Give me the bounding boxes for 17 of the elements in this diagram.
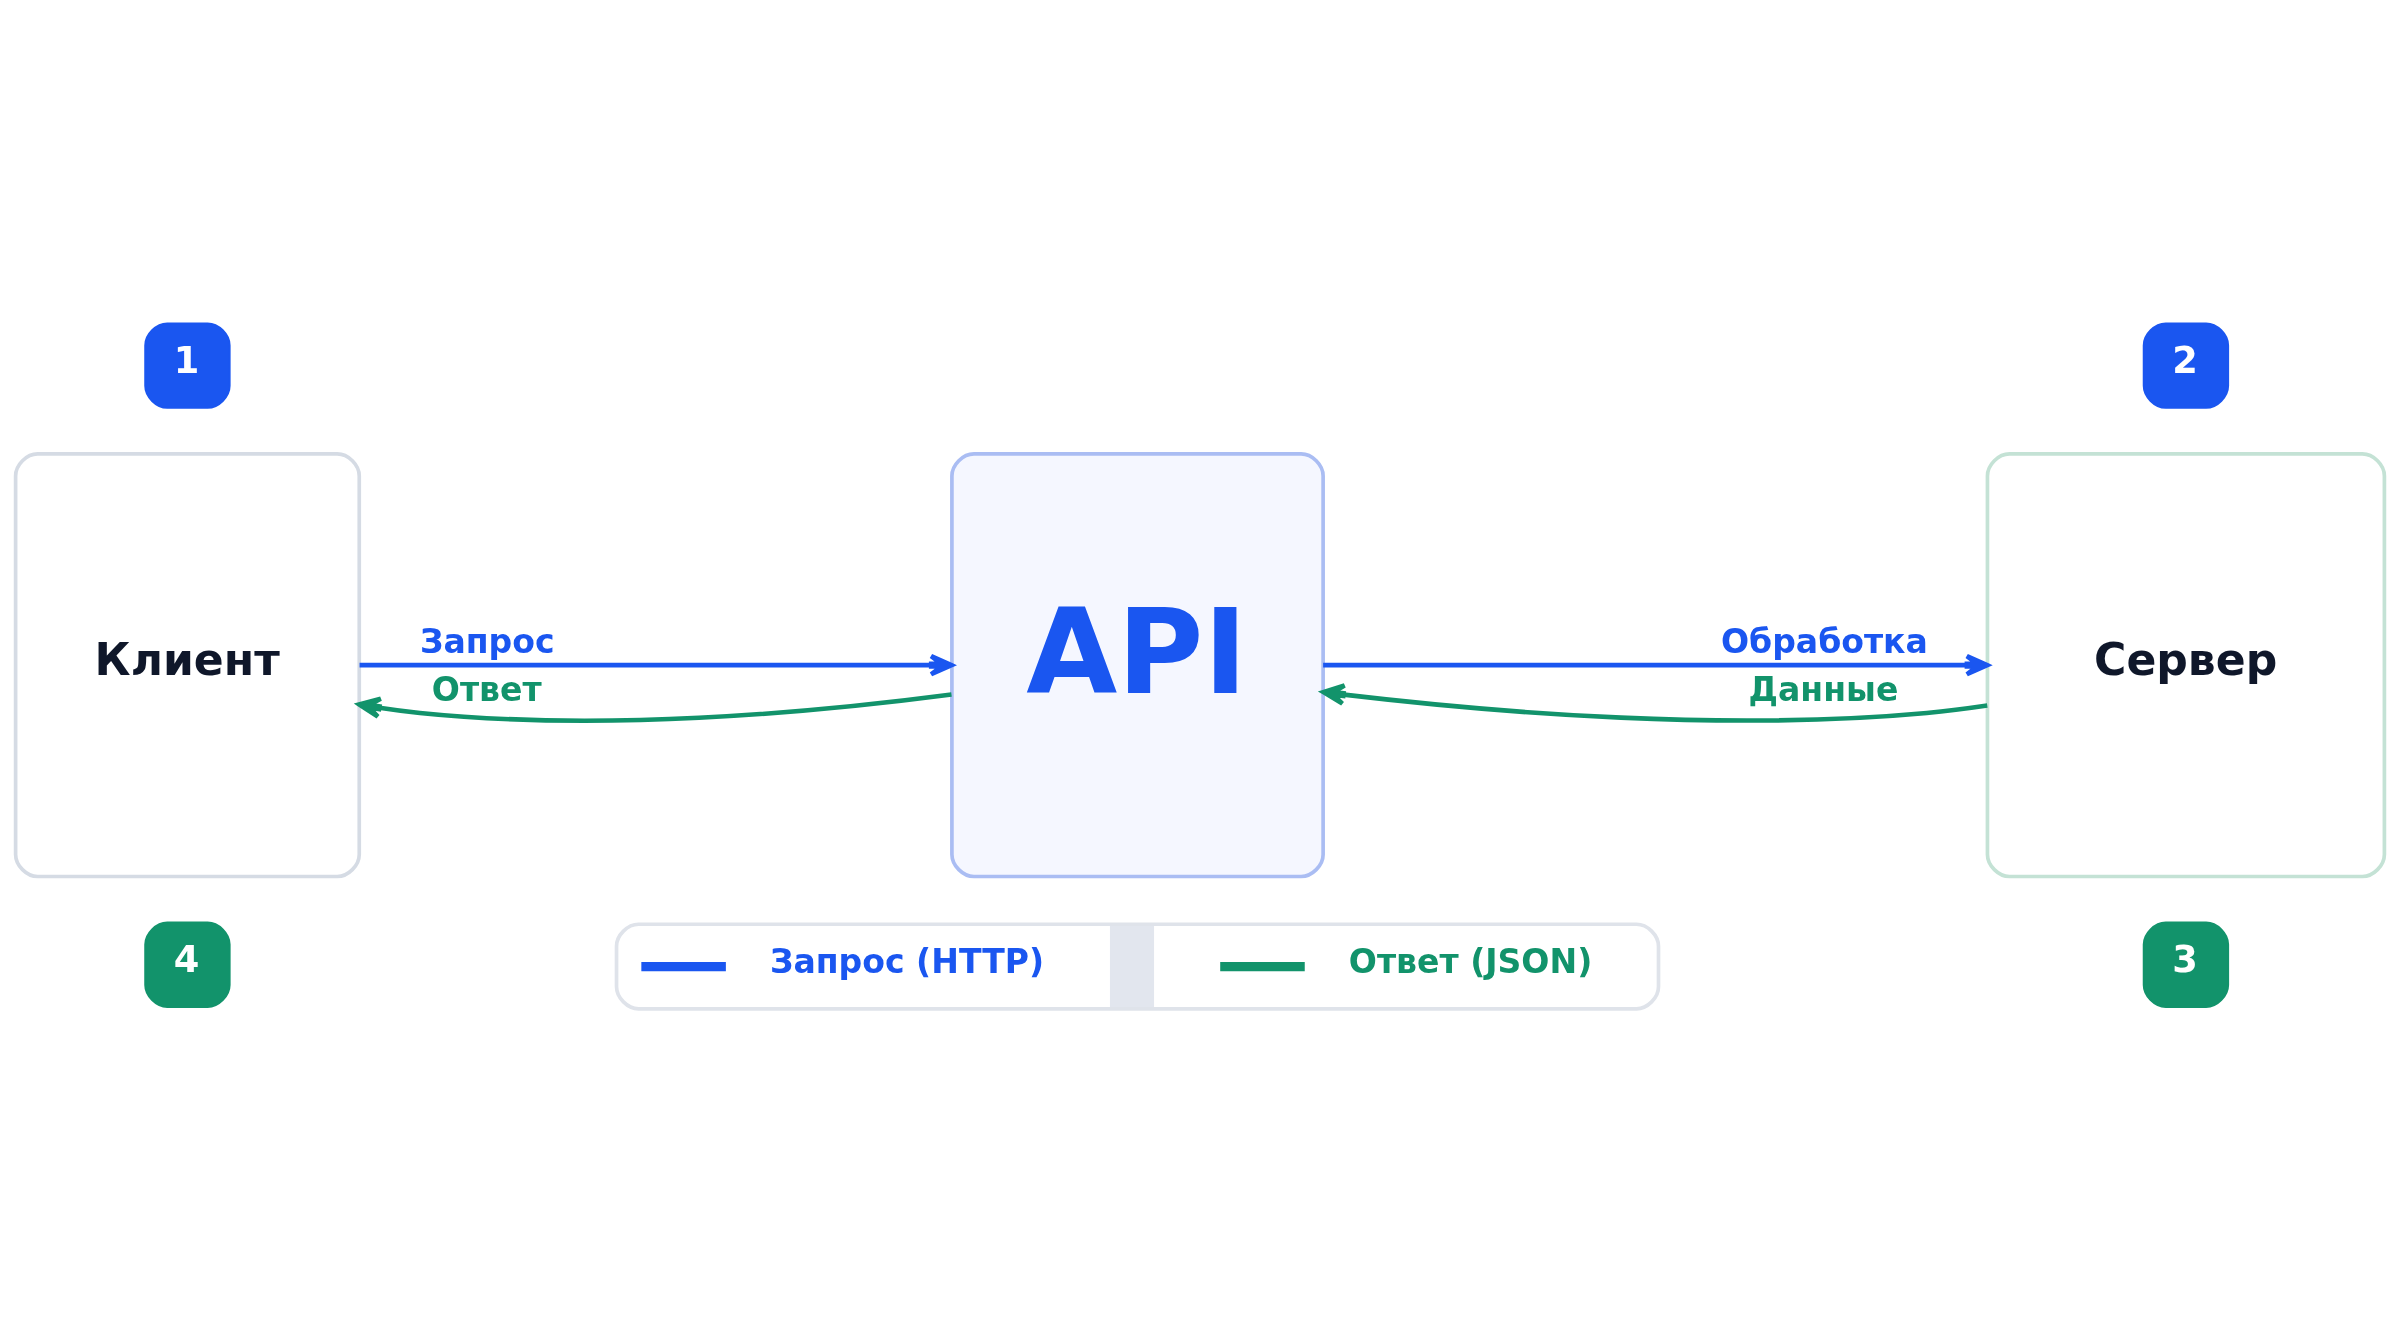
legend-label: Запрос (HTTP) xyxy=(769,941,1045,981)
arrow xyxy=(357,691,952,723)
label: 2 xyxy=(2172,338,2198,382)
arrow xyxy=(1323,653,1990,677)
edge-label: Ответ xyxy=(431,669,542,709)
edge-label: Обработка xyxy=(1720,621,1928,661)
edge-label: Данные xyxy=(1748,669,1899,709)
label: 1 xyxy=(173,338,200,382)
arrow xyxy=(1321,682,1988,723)
label: 4 xyxy=(173,937,200,981)
edge-label: Запрос xyxy=(419,621,555,661)
legend-label: Ответ (JSON) xyxy=(1348,941,1593,981)
arrow xyxy=(359,653,954,677)
node-box: Клиент xyxy=(13,451,362,878)
label: 3 xyxy=(2172,937,2198,981)
node-box: API xyxy=(950,451,1325,878)
node-box: Сервер xyxy=(1985,451,2387,878)
